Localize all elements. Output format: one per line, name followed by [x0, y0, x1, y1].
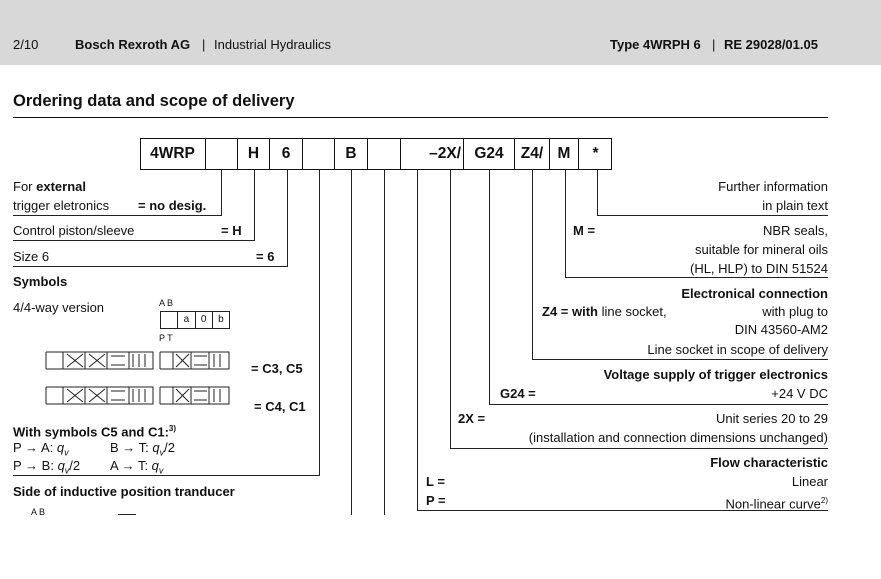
- leader-connection: [532, 170, 533, 360]
- trigger-electronics-label: trigger eletronics: [13, 198, 110, 213]
- valve-cell-a: a: [178, 312, 196, 328]
- din-51524-label: (HL, HLP) to DIN 51524: [689, 261, 828, 276]
- leader-piston: [254, 170, 255, 241]
- leader-size: [287, 170, 288, 267]
- valve-symbol-c5: [159, 351, 230, 370]
- flow-pa: P → A: qv: [13, 440, 69, 458]
- transducer-symbol-edge: [118, 514, 136, 515]
- p-code: P =: [426, 493, 446, 508]
- ordering-code-frame: [140, 138, 612, 170]
- din-43560-label: DIN 43560-AM2: [734, 322, 828, 337]
- ports-ab-label: A B: [159, 298, 174, 308]
- mineral-oils-label: suitable for mineral oils: [695, 242, 828, 257]
- header-separator: |: [202, 37, 206, 52]
- leader-size-h: [13, 266, 288, 267]
- valve-symbol-c3: [45, 351, 154, 370]
- type-label: Type 4WRPH 6: [610, 37, 701, 52]
- further-info-label: Further information: [718, 179, 828, 194]
- g24-code: G24 =: [500, 386, 536, 401]
- leader-series-h: [450, 448, 828, 449]
- flow-bt: B → T: qv/2: [110, 440, 175, 458]
- leader-trigger-h: [13, 215, 222, 216]
- leader-seals: [565, 170, 566, 278]
- no-designation-code: = no desig.: [138, 198, 207, 213]
- flow-at: A → T: qv: [110, 458, 164, 476]
- size-label: Size 6: [13, 249, 50, 264]
- code-cell-b: B: [335, 138, 368, 170]
- code-cell-series: –2X/: [401, 138, 464, 170]
- valve-symbol-generic: a 0 b: [160, 311, 230, 329]
- voltage-supply-heading: Voltage supply of trigger electronics: [603, 367, 828, 382]
- leader-series: [450, 170, 451, 449]
- title-rule: [13, 117, 828, 118]
- leader-flow: [384, 170, 385, 515]
- way-version-label: 4/4-way version: [13, 300, 105, 315]
- company-name: Bosch Rexroth AG: [75, 37, 191, 52]
- z4-code: Z4 = with line socket,: [542, 304, 667, 319]
- leader-characteristic: [417, 170, 418, 510]
- symbols-heading: Symbols: [13, 274, 68, 289]
- leader-voltage: [489, 170, 490, 405]
- flow-characteristic-heading: Flow characteristic: [710, 455, 828, 470]
- valve-symbol-c4: [45, 386, 154, 405]
- ports-pt-label: P T: [159, 333, 173, 343]
- valve-symbol-c1: [159, 386, 230, 405]
- leader-seals-h: [565, 277, 828, 278]
- piston-code: = H: [221, 223, 242, 238]
- page-header: 2/10 Bosch Rexroth AG | Industrial Hydra…: [0, 0, 881, 65]
- code-cell-further: *: [592, 145, 599, 162]
- code-cell-voltage: G24: [464, 138, 515, 170]
- page-number: 2/10: [13, 37, 39, 52]
- leader-characteristic-h: [417, 510, 828, 511]
- code-cell-trigger: [206, 138, 238, 170]
- piston-label: Control piston/sleeve: [13, 223, 135, 238]
- code-cell-type: 4WRP: [140, 138, 206, 170]
- leader-further-h: [597, 215, 828, 216]
- leader-symbol-h: [13, 475, 320, 476]
- l-code: L =: [426, 474, 445, 489]
- leader-connection-h: [532, 359, 828, 360]
- code-cell-symbol: [303, 138, 335, 170]
- doc-reference: RE 29028/01.05: [724, 37, 818, 52]
- code-cell-piston: H: [238, 138, 270, 170]
- m-code: M =: [573, 223, 596, 238]
- unit-series-label: Unit series 20 to 29: [715, 411, 828, 426]
- valve-cell-b: b: [218, 314, 224, 325]
- valve-cell-0: 0: [196, 312, 213, 328]
- nonlinear-label: Non-linear curve2): [725, 496, 829, 512]
- plain-text-label: in plain text: [762, 198, 828, 213]
- code-cell-seals: M: [550, 138, 579, 170]
- line-socket-scope: Line socket in scope of delivery: [647, 342, 828, 357]
- 2x-code: 2X =: [458, 411, 486, 426]
- division-name: Industrial Hydraulics: [214, 37, 332, 52]
- valve-cell-empty: [161, 312, 179, 328]
- dc-voltage-label: +24 V DC: [771, 386, 828, 401]
- code-cell-connection: Z4/: [515, 138, 550, 170]
- installation-note: (installation and connection dimensions …: [528, 430, 828, 445]
- size-code: = 6: [256, 249, 275, 264]
- leader-b: [351, 170, 352, 515]
- with-plug-label: with plug to: [762, 304, 828, 319]
- linear-label: Linear: [791, 474, 828, 489]
- leader-voltage-h: [489, 404, 828, 405]
- code-cell-size: 6: [270, 138, 303, 170]
- leader-piston-h: [13, 240, 255, 241]
- side-transducer-heading: Side of inductive position tranducer: [13, 484, 235, 499]
- for-external-label: For external: [13, 179, 86, 194]
- c4-c1-code: = C4, C1: [254, 399, 306, 414]
- section-title: Ordering data and scope of delivery: [13, 92, 295, 110]
- leader-further: [597, 170, 598, 216]
- leader-trigger: [221, 170, 222, 216]
- ports-ab-label-2: A B: [31, 507, 46, 517]
- nbr-seals-label: NBR seals,: [762, 223, 828, 238]
- with-symbols-heading: With symbols C5 and C1:3): [13, 424, 177, 440]
- leader-symbol: [319, 170, 320, 476]
- c3-c5-code: = C3, C5: [251, 361, 303, 376]
- header-separator-2: |: [712, 37, 716, 52]
- flow-pb: P → B: qv/2: [13, 458, 81, 476]
- electrical-connection-heading: Electronical connection: [681, 286, 828, 301]
- code-cell-flow: [368, 138, 401, 170]
